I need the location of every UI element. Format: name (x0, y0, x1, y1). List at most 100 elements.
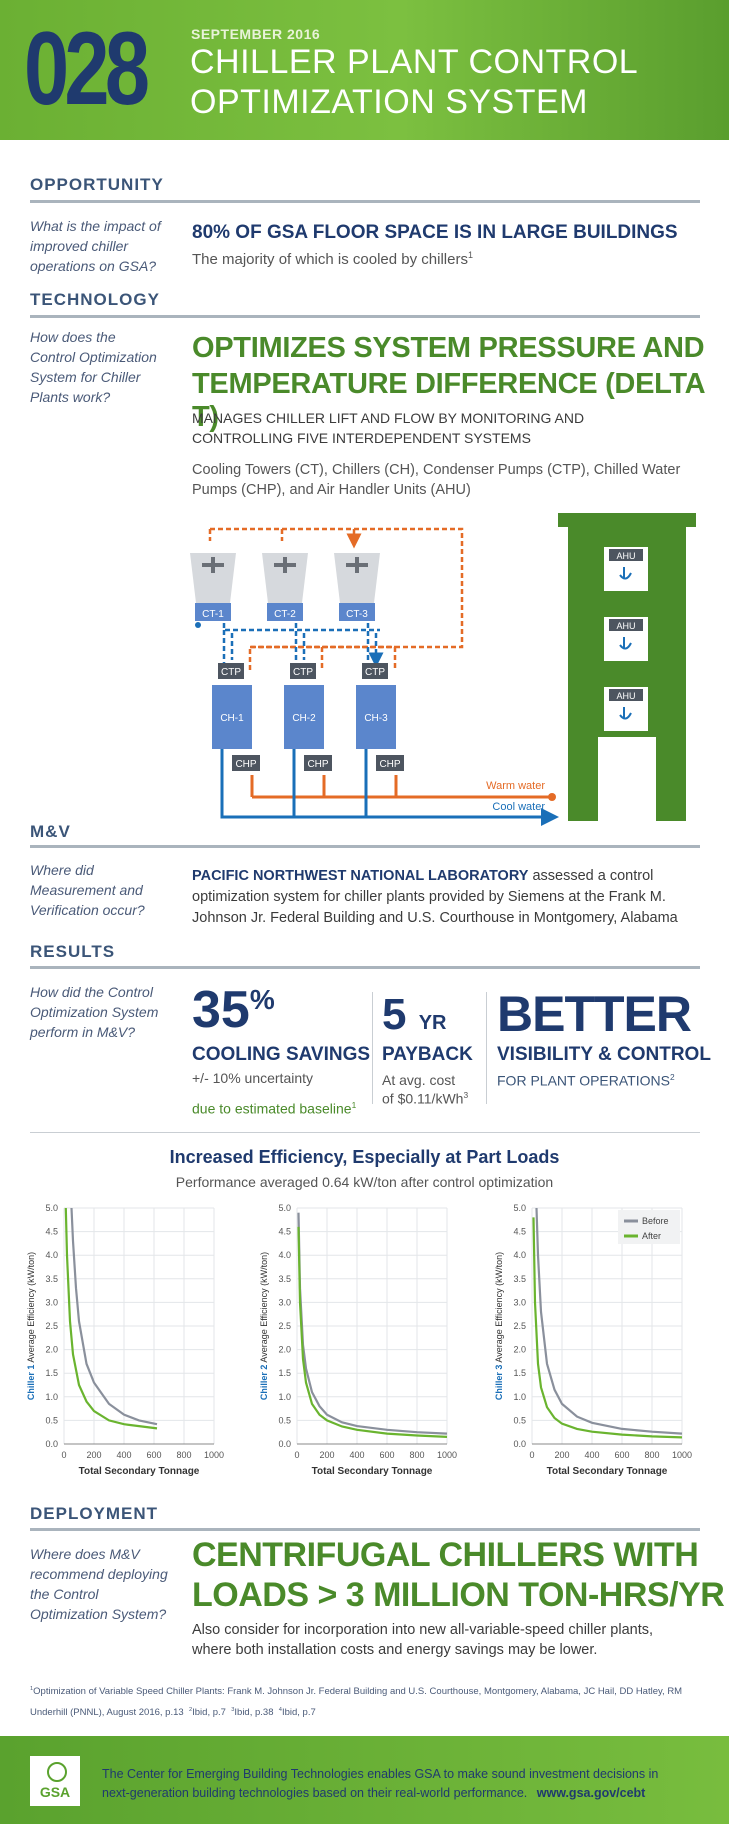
footnote-ref: 2 (669, 1072, 675, 1082)
mv-text-3: Johnson Jr. Federal Building and U.S. Co… (192, 910, 678, 926)
y-tick-label: 5.0 (513, 1203, 526, 1213)
legend-label: Before (642, 1216, 669, 1226)
y-tick-label: 2.0 (45, 1345, 58, 1355)
y-tick-label: 0.0 (513, 1439, 526, 1449)
y-tick-label: 4.0 (513, 1250, 526, 1260)
deployment-body-2: where both installation costs and energy… (192, 1642, 598, 1658)
y-tick-label: 5.0 (278, 1203, 291, 1213)
savings-number: 35% (192, 982, 275, 1038)
divider (30, 1132, 700, 1133)
series-line-after (64, 1207, 158, 1430)
footnote-ref-2: Ibid, p.7 (192, 1707, 226, 1719)
header-number: 028 (24, 11, 150, 127)
payback-cost: of $0.11/kWh (382, 1090, 464, 1107)
gsa-logo[interactable]: GSA (30, 1756, 80, 1806)
better-label: VISIBILITY & CONTROL (497, 1044, 711, 1065)
savings-label: COOLING SAVINGS (192, 1044, 371, 1065)
series-line-after (532, 1217, 683, 1439)
footer-text-1: The Center for Emerging Building Technol… (102, 1767, 659, 1781)
payback-number: 5 YR (382, 990, 447, 1048)
cool-water-arrow (220, 805, 550, 817)
x-tick-label: 0 (294, 1450, 299, 1460)
results-question: How did the Control Optimization System … (30, 984, 159, 1040)
legend-label: After (642, 1231, 661, 1241)
tower-label-3: CT-3 (346, 609, 368, 620)
x-tick-label: 0 (529, 1450, 534, 1460)
footnote-ref-4: Ibid, p.7 (281, 1707, 316, 1719)
x-tick-label: 600 (379, 1450, 394, 1460)
footnote-num: 1 (30, 1686, 34, 1692)
footnote-num: 3 (231, 1707, 235, 1714)
y-tick-label: 2.5 (45, 1321, 58, 1331)
technology-sub-2: CONTROLLING FIVE INTERDEPENDENT SYSTEMS (192, 430, 531, 446)
x-tick-label: 200 (319, 1450, 334, 1460)
ctp-box-3 (362, 663, 388, 679)
y-tick-label: 5.0 (45, 1203, 58, 1213)
x-tick-label: 200 (86, 1450, 101, 1460)
y-axis-label-chiller: Chiller 1 (26, 1365, 36, 1401)
better-headline: BETTER (497, 986, 692, 1042)
payback-unit: YR (418, 1012, 447, 1034)
series-line-before (535, 1207, 683, 1435)
x-tick-label: 1000 (437, 1450, 457, 1460)
mv-question: Where did Measurement and Verification o… (30, 862, 145, 918)
technology-question: How does the Control Optimization System… (30, 329, 157, 405)
cooling-tower-3 (334, 553, 380, 621)
y-tick-label: 3.0 (45, 1297, 58, 1307)
payback-line-1: At avg. cost (382, 1072, 456, 1088)
chp-box-3 (376, 755, 404, 771)
y-tick-label: 4.0 (45, 1250, 58, 1260)
x-tick-label: 1000 (672, 1450, 692, 1460)
opportunity-sub: The majority of which is cooled by chill… (192, 250, 473, 268)
y-tick-label: 1.0 (45, 1392, 58, 1402)
tower-label-1: CT-1 (202, 609, 224, 620)
y-tick-label: 3.5 (45, 1274, 58, 1284)
divider (30, 315, 700, 318)
ahu-unit-1 (604, 547, 648, 591)
footer-url[interactable]: www.gsa.gov/cebt (536, 1786, 646, 1800)
x-tick-label: 800 (644, 1450, 659, 1460)
y-tick-label: 3.5 (513, 1274, 526, 1284)
ctp-box-2 (290, 663, 316, 679)
divider (30, 1528, 700, 1531)
footnote-num: 4 (278, 1707, 282, 1714)
y-axis-label: Chiller 1 Average Efficiency (kW/ton) (26, 1252, 36, 1400)
cool-water-dashed-loop (222, 623, 380, 663)
technology-sub-1: MANAGES CHILLER LIFT AND FLOW BY MONITOR… (192, 410, 585, 426)
divider (30, 200, 700, 203)
deployment-headline-1: CENTRIFUGAL CHILLERS WITH (192, 1536, 699, 1574)
series-line-before (70, 1207, 158, 1426)
y-axis-label-text: Average Efficiency (kW/ton) (26, 1252, 36, 1365)
payback-value: 5 (382, 990, 407, 1039)
footnote-ref: 1 (351, 1100, 357, 1110)
opportunity-headline: 80% OF GSA FLOOR SPACE IS IN LARGE BUILD… (192, 222, 678, 243)
better-sub: FOR PLANT OPERATIONS2 (497, 1072, 675, 1089)
technology-body: Cooling Towers (CT), Chillers (CH), Cond… (192, 462, 681, 498)
charts-subtitle: Performance averaged 0.64 kW/ton after c… (175, 1174, 554, 1190)
y-tick-label: 3.0 (513, 1297, 526, 1307)
y-axis-label-text: Average Efficiency (kW/ton) (494, 1252, 504, 1365)
footnote-line-2: Underhill (PNNL), August 2016, p.13 (30, 1707, 184, 1719)
ctp-label-3: CTP (365, 667, 385, 678)
warm-water-dashed-branch (250, 645, 397, 670)
y-tick-label: 1.0 (513, 1392, 526, 1402)
footer-banner (0, 1736, 729, 1824)
section-results: RESULTS (30, 942, 116, 961)
x-tick-label: 800 (409, 1450, 424, 1460)
ahu-label-1: AHU (616, 551, 635, 561)
x-tick-label: 0 (61, 1450, 66, 1460)
opportunity-question: What is the impact of improved chiller o… (30, 218, 161, 274)
y-tick-label: 1.5 (278, 1368, 291, 1378)
x-axis-label: Total Secondary Tonnage (312, 1466, 433, 1477)
footnote-ref-3: Ibid, p.38 (234, 1707, 274, 1719)
y-tick-label: 4.0 (278, 1250, 291, 1260)
x-tick-label: 600 (614, 1450, 629, 1460)
mv-organization: PACIFIC NORTHWEST NATIONAL LABORATORY (192, 868, 529, 884)
legend-box (618, 1210, 680, 1244)
y-tick-label: 0.5 (513, 1415, 526, 1425)
divider (30, 966, 700, 969)
chiller-label-2: CH-2 (292, 713, 316, 724)
x-tick-label: 1000 (204, 1450, 224, 1460)
y-axis-label-text: Average Efficiency (kW/ton) (259, 1252, 269, 1365)
